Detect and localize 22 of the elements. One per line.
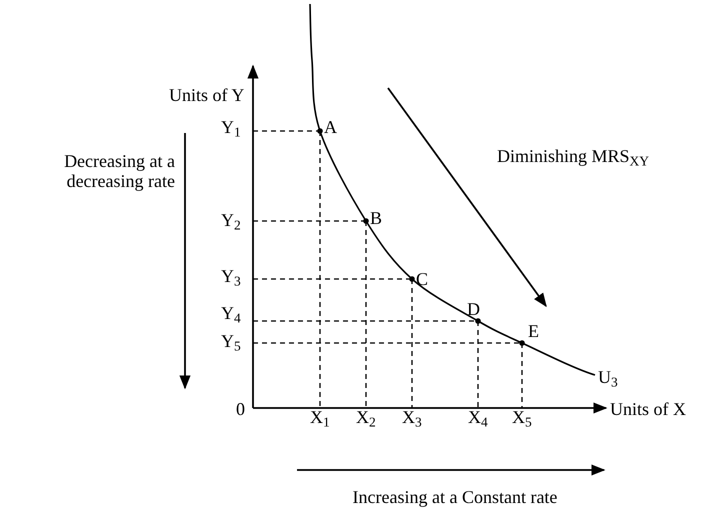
curve-label: U$_{3}$ [598, 368, 618, 388]
tick-label: X$_{3}$ [402, 408, 422, 428]
point-label: E [528, 322, 539, 342]
axis-label: Units of Y [169, 86, 244, 106]
tick-label: X$_{1}$ [310, 408, 330, 428]
tick-label: X$_{5}$ [512, 408, 532, 428]
tick-label: Y$_{4}$ [221, 304, 241, 324]
tick-label: Y$_{1}$ [221, 118, 241, 138]
tick-label: X$_{4}$ [468, 408, 488, 428]
point-label: A [324, 118, 337, 138]
point-label: D [467, 300, 480, 320]
tick-label: Y$_{2}$ [221, 211, 241, 231]
axis-label: Units of X [610, 400, 686, 420]
annotation: Increasing at a Constant rate [352, 488, 558, 508]
tick-label: Y$_{3}$ [221, 267, 241, 287]
point-label: B [370, 209, 382, 229]
point-label: C [416, 270, 428, 290]
tick-label: X$_{2}$ [356, 408, 376, 428]
origin-label: 0 [236, 400, 245, 420]
annotation: Decreasing at a decreasing rate [63, 152, 175, 192]
annotation: Diminishing MRS$_{XY}$ [497, 147, 650, 167]
tick-label: Y$_{5}$ [221, 332, 241, 352]
